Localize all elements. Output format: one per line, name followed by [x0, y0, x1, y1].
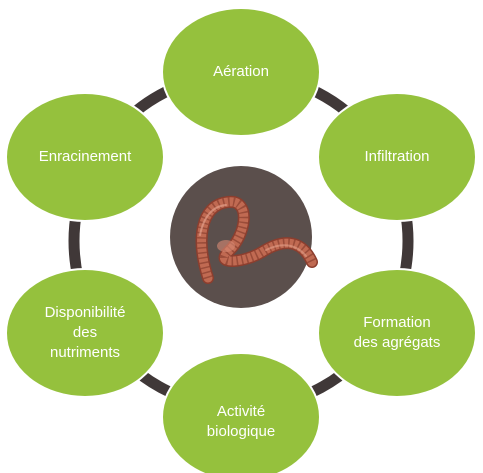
- node-infiltration: [318, 93, 476, 221]
- node-formation: [318, 269, 476, 397]
- node-activite: [162, 353, 320, 473]
- center-circle: [170, 166, 312, 308]
- node-enracinement: [6, 93, 164, 221]
- node-disponibilite: [6, 269, 164, 397]
- node-aeration: [162, 8, 320, 136]
